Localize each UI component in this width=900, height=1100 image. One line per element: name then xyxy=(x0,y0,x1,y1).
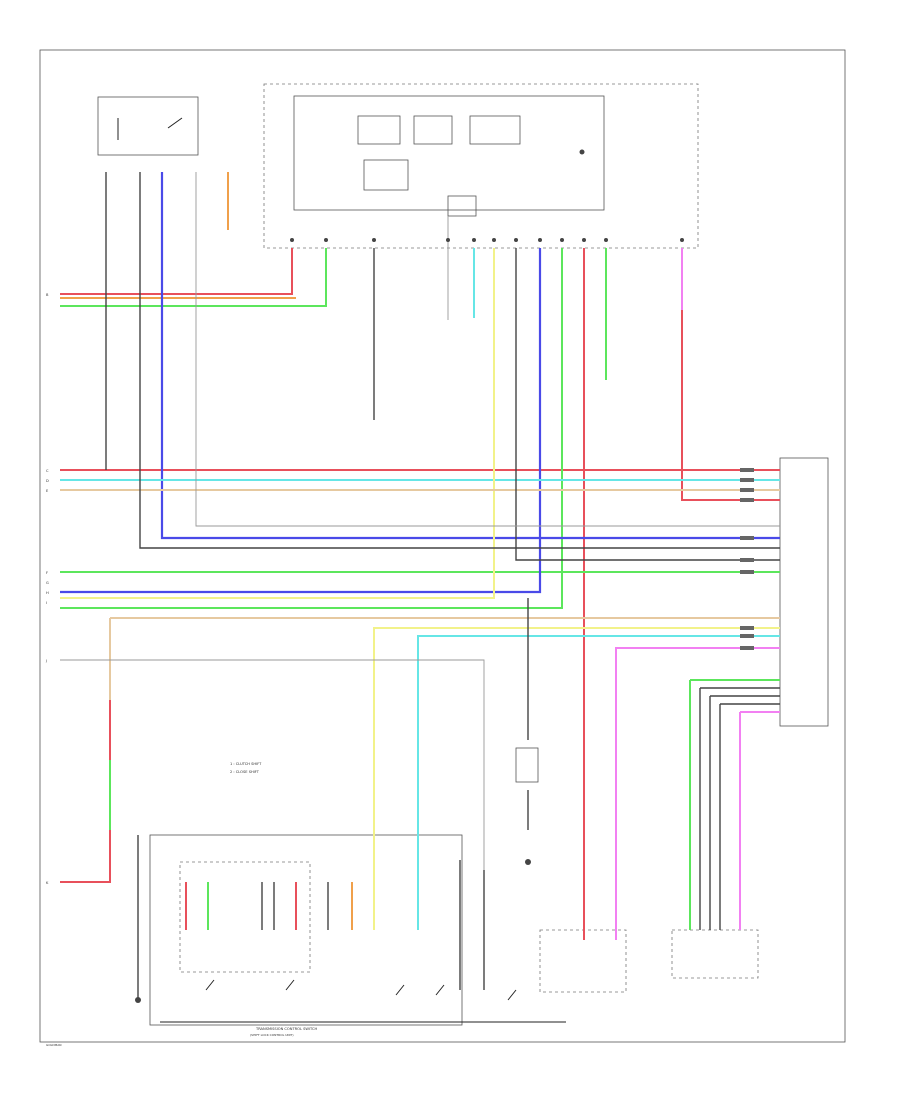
wire-tan-left xyxy=(109,617,780,700)
terminal-mark xyxy=(740,626,754,630)
switch-contact xyxy=(507,989,517,1001)
ground-dot xyxy=(525,859,531,865)
terminal-dot xyxy=(492,238,496,242)
transmission-switch-caption-2: (SHIFT LOCK CONTROL UNIT) xyxy=(250,1033,294,1037)
wire-blue-2 xyxy=(60,248,542,594)
yellow-wires xyxy=(60,248,780,930)
ground-dot xyxy=(579,149,585,155)
terminal-dot xyxy=(582,238,586,242)
meter-terminals xyxy=(135,149,684,1003)
relay-contact xyxy=(167,117,183,129)
green-wires xyxy=(60,248,780,930)
wire-green-right-1 xyxy=(689,679,780,930)
terminal-mark xyxy=(740,488,754,492)
shift-lock-sub-box xyxy=(179,861,311,973)
meter-subunit-3 xyxy=(469,115,521,145)
switch-contacts xyxy=(205,979,517,1001)
tan-wires xyxy=(60,489,780,700)
terminal-dot xyxy=(372,238,376,242)
meter-connector-box xyxy=(447,195,477,217)
terminal-dot xyxy=(446,238,450,242)
meter-subunit-2 xyxy=(413,115,453,145)
footer-tag: GOLDMAN xyxy=(46,1043,62,1047)
wire-red-right xyxy=(681,248,780,501)
left-marker-d: D xyxy=(46,479,49,483)
wire-green-top xyxy=(60,248,327,307)
wire-gray-1 xyxy=(195,172,780,527)
wire-cyan-lower xyxy=(417,635,780,930)
shift-position-sensor xyxy=(515,747,539,783)
wire-black-mid xyxy=(515,248,780,561)
red-wires xyxy=(60,248,780,940)
left-marker-k: K xyxy=(46,881,49,885)
terminal-dot xyxy=(538,238,542,242)
ecu-connector-block xyxy=(779,457,829,727)
terminal-mark xyxy=(740,536,754,540)
shift-note-2: 2 : CLOSE SHIFT xyxy=(230,770,260,774)
pink-wires xyxy=(615,248,780,940)
wire-pink-right-2 xyxy=(739,711,780,930)
left-marker-c: C xyxy=(46,469,49,473)
ground-dot xyxy=(135,997,141,1003)
left-marker-h: H xyxy=(46,591,49,595)
switch-contact xyxy=(435,984,445,996)
diagram-frame xyxy=(39,49,846,1043)
terminal-dot xyxy=(680,238,684,242)
terminal-dot xyxy=(514,238,518,242)
wire-gray-2 xyxy=(60,659,485,870)
left-marker-j: J xyxy=(45,659,47,663)
blue-wires xyxy=(60,172,780,594)
transmission-control-switch-box xyxy=(149,834,463,1026)
cyan-wires xyxy=(60,248,780,930)
terminal-dot xyxy=(472,238,476,242)
wire-yellow-lower xyxy=(373,627,780,930)
meter-subunit-1 xyxy=(357,115,401,145)
black-wires xyxy=(105,172,780,1000)
wire-black-r1 xyxy=(699,687,780,930)
combination-meter-box xyxy=(263,83,699,249)
terminal-mark xyxy=(740,558,754,562)
terminal-dot xyxy=(290,238,294,242)
left-page-marker: B xyxy=(46,293,49,297)
switch-contact xyxy=(205,979,215,991)
left-marker-i: I xyxy=(46,601,47,605)
wire-pink-lower xyxy=(615,647,780,940)
left-marker-e: E xyxy=(46,489,49,493)
switch-contact xyxy=(395,984,405,996)
wire-green-vert-1 xyxy=(60,248,563,609)
terminal-mark xyxy=(740,634,754,638)
relay-box xyxy=(97,96,199,156)
shift-note-1: 1 : CLUTCH SHIFT xyxy=(230,762,262,766)
terminal-mark xyxy=(740,570,754,574)
wire-red-top xyxy=(60,248,293,295)
meter-inner-box xyxy=(293,95,605,211)
terminal-dot xyxy=(604,238,608,242)
terminal-mark xyxy=(740,498,754,502)
terminal-mark xyxy=(740,468,754,472)
terminal-mark xyxy=(740,478,754,482)
gray-wires xyxy=(60,172,780,870)
wire-yellow-vertical xyxy=(60,248,495,599)
switch-contact xyxy=(285,979,295,991)
terminal-dot xyxy=(324,238,328,242)
wire-black-r2 xyxy=(709,695,780,930)
transmission-switch-caption-1: TRANSMISSION CONTROL SWITCH xyxy=(255,1027,317,1031)
relay-symbol xyxy=(117,117,183,140)
terminal-dot xyxy=(560,238,564,242)
meter-indicator-box xyxy=(363,159,409,191)
left-marker-g: G xyxy=(46,581,49,585)
wire-blue-main xyxy=(160,172,780,540)
ecu-terminals xyxy=(740,468,754,650)
left-marker-f: F xyxy=(46,571,48,575)
wire-black-top xyxy=(139,172,780,549)
right-lower-sensor-box xyxy=(671,929,759,979)
orange-wires xyxy=(60,172,353,930)
terminal-mark xyxy=(740,646,754,650)
wire-red-lower-left xyxy=(60,700,111,883)
wire-black-r3 xyxy=(719,703,780,930)
